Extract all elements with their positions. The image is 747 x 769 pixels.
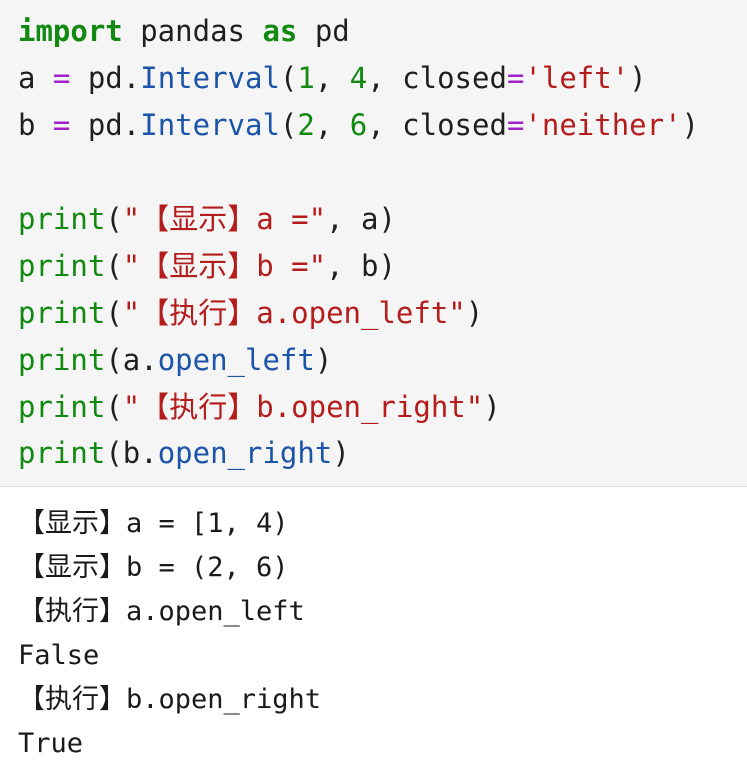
object: (b. — [105, 436, 158, 470]
attribute: open_left — [157, 343, 315, 377]
operator: = — [52, 108, 71, 142]
arguments: , b) — [326, 249, 396, 283]
object: pd. — [70, 108, 141, 142]
code-line: print(b.open_right) — [18, 430, 350, 476]
separator: , — [314, 108, 350, 142]
output-line: True — [18, 728, 84, 759]
argument: , closed — [367, 108, 507, 142]
paren: ) — [332, 436, 350, 470]
number: 2 — [297, 108, 315, 142]
paren: ) — [483, 390, 501, 424]
string-literal: 'left' — [524, 61, 630, 95]
code-line: print("【显示】b =", b) — [18, 243, 396, 289]
paren: ( — [279, 108, 298, 142]
code-line: import pandas as pd — [18, 8, 350, 54]
object: (a. — [105, 343, 158, 377]
operator: = — [506, 108, 525, 142]
code-line: print("【显示】a =", a) — [18, 196, 396, 242]
number: 4 — [349, 61, 368, 95]
code-line: print(a.open_left) — [18, 337, 332, 383]
code-line: print("【执行】b.open_right") — [18, 384, 501, 430]
separator: , — [314, 61, 350, 95]
paren: ( — [279, 61, 298, 95]
alias: pd — [297, 14, 350, 48]
number: 6 — [349, 108, 368, 142]
number: 1 — [297, 61, 315, 95]
paren: ) — [681, 108, 700, 142]
function-name: Interval — [140, 108, 280, 142]
module-name: pandas — [122, 14, 263, 48]
function-print: print — [18, 249, 106, 283]
function-print: print — [18, 436, 106, 470]
attribute: open_right — [157, 436, 333, 470]
function-print: print — [18, 390, 106, 424]
string-literal: 'neither' — [524, 108, 682, 142]
function-print: print — [18, 343, 106, 377]
paren: ( — [105, 202, 123, 236]
variable: b — [18, 108, 53, 142]
object: pd. — [70, 61, 141, 95]
function-print: print — [18, 202, 106, 236]
paren: ( — [105, 390, 123, 424]
string-literal: "【执行】b.open_right" — [122, 390, 484, 424]
output-line: 【执行】a.open_left — [18, 596, 305, 627]
output-line: False — [18, 640, 100, 671]
paren: ) — [629, 61, 647, 95]
paren: ( — [105, 249, 123, 283]
code-line: a = pd.Interval(1, 4, closed='left') — [18, 55, 647, 101]
code-line: b = pd.Interval(2, 6, closed='neither') — [18, 102, 699, 148]
output-area: 【显示】a = [1, 4) 【显示】b = (2, 6) 【执行】a.open… — [0, 488, 747, 769]
string-literal: "【执行】a.open_left" — [122, 296, 466, 330]
function-name: Interval — [140, 61, 280, 95]
keyword-as: as — [262, 14, 298, 48]
paren: ) — [314, 343, 333, 377]
output-line: 【显示】b = (2, 6) — [18, 552, 289, 583]
function-print: print — [18, 296, 106, 330]
variable: a — [18, 61, 53, 95]
string-literal: "【显示】b =" — [122, 249, 327, 283]
output-line: 【显示】a = [1, 4) — [18, 508, 289, 539]
output-line: 【执行】b.open_right — [18, 684, 322, 715]
string-literal: "【显示】a =" — [122, 202, 327, 236]
paren: ) — [465, 296, 484, 330]
argument: , closed — [367, 61, 507, 95]
operator: = — [506, 61, 525, 95]
code-line: print("【执行】a.open_left") — [18, 290, 483, 336]
keyword-import: import — [18, 14, 123, 48]
paren: ( — [105, 296, 123, 330]
operator: = — [52, 61, 71, 95]
code-cell[interactable]: import pandas as pd a = pd.Interval(1, 4… — [0, 0, 747, 487]
arguments: , a) — [326, 202, 396, 236]
